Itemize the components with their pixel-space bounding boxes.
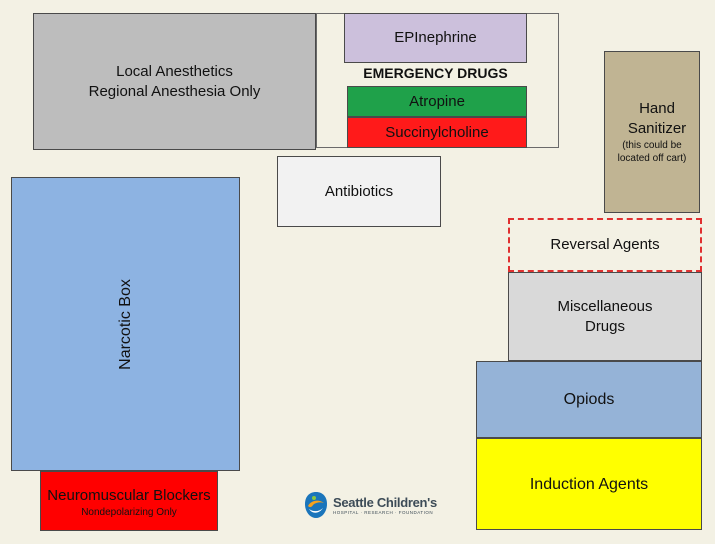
reversal-agents-area: Reversal Agents bbox=[508, 218, 702, 272]
narcotic-box-label: Narcotic Box bbox=[116, 278, 134, 370]
hand-sanitizer-note: (this could be located off cart) bbox=[617, 140, 687, 164]
epinephrine-label: EPInephrine bbox=[394, 29, 477, 46]
induction-agents-area: Induction Agents bbox=[476, 438, 702, 530]
hand-sanitizer-label: Hand Sanitizer bbox=[627, 100, 687, 137]
seattle-childrens-logo: Seattle Children's HOSPITAL · RESEARCH ·… bbox=[304, 489, 450, 521]
miscellaneous-drugs-area: Miscellaneous Drugs bbox=[508, 272, 702, 361]
atropine-area: Atropine bbox=[347, 86, 527, 117]
atropine-label: Atropine bbox=[409, 92, 465, 110]
miscellaneous-drugs-label: Miscellaneous Drugs bbox=[557, 297, 653, 335]
opiods-area: Opiods bbox=[476, 361, 702, 438]
emergency-drugs-label: EMERGENCY DRUGS bbox=[363, 65, 508, 81]
epinephrine-area: EPInephrine bbox=[344, 13, 527, 63]
succinylcholine-label: Succinylcholine bbox=[385, 123, 489, 141]
neuromuscular-blockers-label: Neuromuscular Blockers bbox=[47, 487, 211, 504]
whale-logo-icon bbox=[304, 491, 328, 519]
hand-sanitizer-area: Hand Sanitizer (this could be located of… bbox=[604, 51, 700, 213]
local-anesthetics-area: Local Anesthetics Regional Anesthesia On… bbox=[33, 13, 316, 150]
opiods-label: Opiods bbox=[563, 391, 615, 408]
neuromuscular-blockers-note: Nondepolarizing Only bbox=[81, 507, 177, 518]
logo-tagline: HOSPITAL · RESEARCH · FOUNDATION bbox=[333, 509, 434, 515]
succinylcholine-area: Succinylcholine bbox=[347, 117, 527, 148]
logo-name: Seattle Children's bbox=[333, 494, 437, 510]
neuromuscular-blockers-area: Neuromuscular Blockers Nondepolarizing O… bbox=[40, 471, 218, 531]
local-anesthetics-label: Local Anesthetics Regional Anesthesia On… bbox=[88, 62, 261, 100]
antibiotics-label: Antibiotics bbox=[324, 182, 394, 200]
narcotic-box-area: Narcotic Box bbox=[11, 177, 240, 471]
reversal-agents-label: Reversal Agents bbox=[550, 236, 660, 253]
induction-agents-label: Induction Agents bbox=[529, 475, 649, 493]
antibiotics-area: Antibiotics bbox=[277, 156, 441, 227]
